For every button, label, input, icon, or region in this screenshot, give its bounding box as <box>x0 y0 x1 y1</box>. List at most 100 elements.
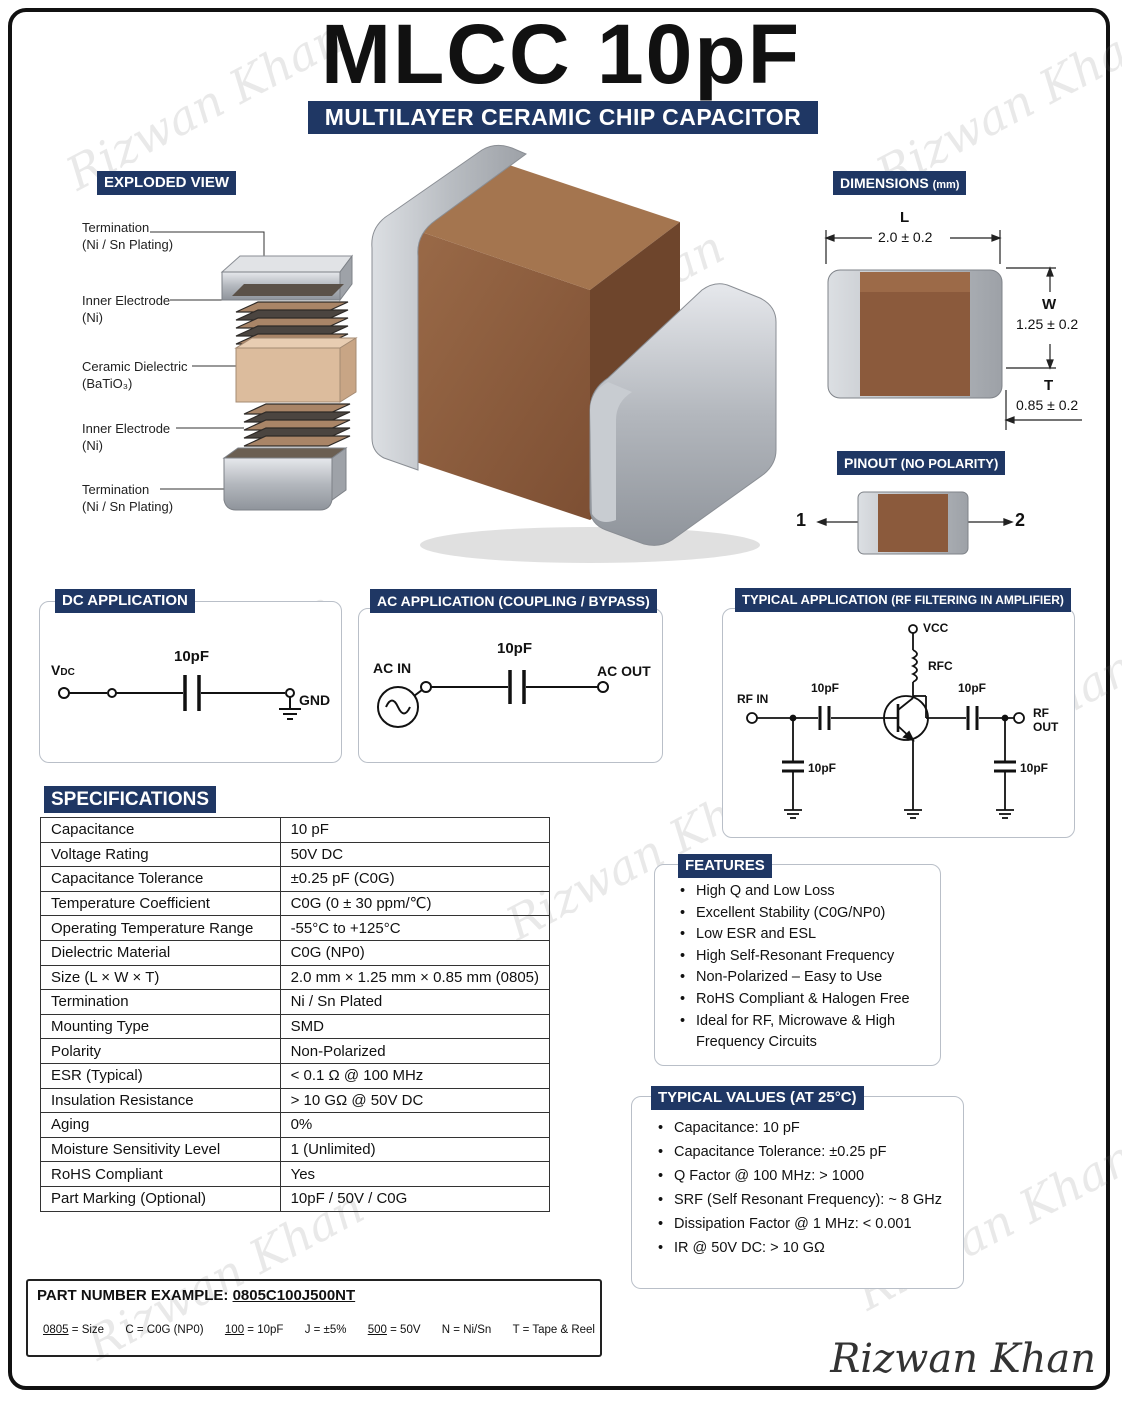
dc-application-heading: DC APPLICATION <box>55 589 195 613</box>
part-code: 100 = 10pF <box>225 1324 284 1336</box>
page-subtitle: MULTILAYER CERAMIC CHIP CAPACITOR <box>308 101 818 134</box>
spec-value: > 10 GΩ @ 50V DC <box>279 1087 551 1114</box>
dc-gnd-label: GND <box>299 692 331 708</box>
list-item: IR @ 50V DC: > 10 GΩ <box>654 1236 950 1260</box>
features-heading: FEATURES <box>678 854 772 878</box>
spec-value: 10 pF <box>279 817 551 843</box>
list-item: Non-Polarized – Easy to Use <box>676 967 930 989</box>
part-code-meaning: = Tape & Reel <box>519 1324 595 1336</box>
spec-value: 10pF / 50V / C0G <box>279 1185 551 1212</box>
label-ceramic-dielectric: Ceramic Dielectric(BaTiO₃) <box>82 359 188 391</box>
spec-key: Voltage Rating <box>40 841 281 868</box>
list-item: RoHS Compliant & Halogen Free <box>676 989 930 1011</box>
spec-value: C0G (NP0) <box>279 939 551 966</box>
exploded-view-heading: EXPLODED VIEW <box>97 171 237 195</box>
spec-key: Dielectric Material <box>40 939 281 966</box>
table-row: Size (L × W × T)2.0 mm × 1.25 mm × 0.85 … <box>40 964 551 991</box>
capacitor-main-illustration <box>371 144 777 563</box>
rf-c4-label: 10pF <box>1020 761 1049 775</box>
part-code-value: T <box>512 1324 520 1336</box>
spec-key: Part Marking (Optional) <box>40 1185 281 1212</box>
spec-value: 1 (Unlimited) <box>279 1136 551 1163</box>
spec-key: RoHS Compliant <box>40 1161 281 1187</box>
part-code: J = ±5% <box>305 1324 347 1336</box>
dim-t-value: 0.85 ± 0.2 <box>1016 397 1079 413</box>
rf-application-heading: TYPICAL APPLICATION (RF FILTERING IN AMP… <box>735 588 1071 612</box>
spec-value: 0% <box>279 1112 551 1138</box>
part-code-meaning: = Ni/Sn <box>450 1324 492 1336</box>
dc-cap-label: 10pF <box>174 648 210 665</box>
label-inner-electrode-bottom: Inner Electrode(Ni) <box>82 421 171 453</box>
spec-key: ESR (Typical) <box>40 1062 281 1089</box>
label-termination-bottom: Termination(Ni / Sn Plating) <box>82 482 174 514</box>
spec-value: C0G (0 ± 30 ppm/℃) <box>279 890 551 917</box>
part-code-meaning: = Size <box>68 1324 105 1336</box>
spec-key: Mounting Type <box>40 1013 281 1040</box>
part-code-meaning: = C0G (NP0) <box>133 1324 204 1336</box>
typical-values-list: Capacitance: 10 pFCapacitance Tolerance:… <box>654 1116 950 1260</box>
part-code: 500 = 50V <box>368 1324 421 1336</box>
dim-t-letter: T <box>1044 377 1054 394</box>
ac-out-label: AC OUT <box>597 663 651 679</box>
list-item: Dissipation Factor @ 1 MHz: < 0.001 <box>654 1212 950 1236</box>
part-code-value: C <box>125 1324 134 1336</box>
dc-application-panel <box>39 601 342 763</box>
rf-rfc-label: RFC <box>928 659 953 673</box>
spec-value: 50V DC <box>279 841 551 868</box>
part-code-value: N <box>441 1324 451 1336</box>
spec-value: Yes <box>279 1161 551 1187</box>
list-item: Capacitance Tolerance: ±0.25 pF <box>654 1140 950 1164</box>
part-code: C = C0G (NP0) <box>125 1324 203 1336</box>
dc-vdc-label: VDC <box>51 662 75 678</box>
part-code-value: 100 <box>224 1324 245 1336</box>
spec-value: 2.0 mm × 1.25 mm × 0.85 mm (0805) <box>279 964 551 991</box>
rf-c1-label: 10pF <box>811 681 840 695</box>
ac-cap-label: 10pF <box>497 640 533 657</box>
list-item: Excellent Stability (C0G/NP0) <box>676 903 930 925</box>
page-frame <box>8 8 1110 1390</box>
spec-value: -55°C to +125°C <box>279 915 551 941</box>
part-code-meaning: = 50V <box>386 1324 421 1336</box>
dimensions-drawing <box>824 230 1082 430</box>
rf-circuit-diagram <box>746 624 1025 819</box>
list-item: Capacitance: 10 pF <box>654 1116 950 1140</box>
features-list: High Q and Low LossExcellent Stability (… <box>676 881 930 1054</box>
list-item: High Self-Resonant Frequency <box>676 946 930 968</box>
spec-key: Insulation Resistance <box>40 1087 281 1114</box>
spec-key: Capacitance Tolerance <box>40 866 281 892</box>
spec-key: Operating Temperature Range <box>40 915 281 941</box>
list-item: Ideal for RF, Microwave & High Frequency… <box>676 1011 930 1054</box>
spec-key: Aging <box>40 1112 281 1138</box>
rf-c3-label: 10pF <box>808 761 837 775</box>
author-signature: Rizwan Khan <box>830 1336 1096 1382</box>
part-code: N = Ni/Sn <box>442 1324 492 1336</box>
part-code-value: J <box>304 1324 311 1336</box>
dc-circuit-diagram <box>58 675 301 720</box>
rf-vcc-label: VCC <box>923 621 949 635</box>
spec-value: SMD <box>279 1013 551 1040</box>
label-inner-electrode-top: Inner Electrode(Ni) <box>82 293 171 325</box>
spec-value: ±0.25 pF (C0G) <box>279 866 551 892</box>
list-item: High Q and Low Loss <box>676 881 930 903</box>
spec-value: Ni / Sn Plated <box>279 989 551 1015</box>
rf-c2-label: 10pF <box>958 681 987 695</box>
dim-l-value: 2.0 ± 0.2 <box>878 229 933 245</box>
part-code: T = Tape & Reel <box>513 1324 595 1336</box>
ac-circuit-diagram <box>377 670 609 728</box>
spec-key: Temperature Coefficient <box>40 890 281 917</box>
pinout-heading: PINOUT (NO POLARITY) <box>837 451 1006 475</box>
dim-l-letter: L <box>900 209 910 226</box>
list-item: SRF (Self Resonant Frequency): ~ 8 GHz <box>654 1188 950 1212</box>
table-row: ESR (Typical)< 0.1 Ω @ 100 MHz <box>40 1062 551 1089</box>
pin-2-label: 2 <box>1015 510 1026 530</box>
